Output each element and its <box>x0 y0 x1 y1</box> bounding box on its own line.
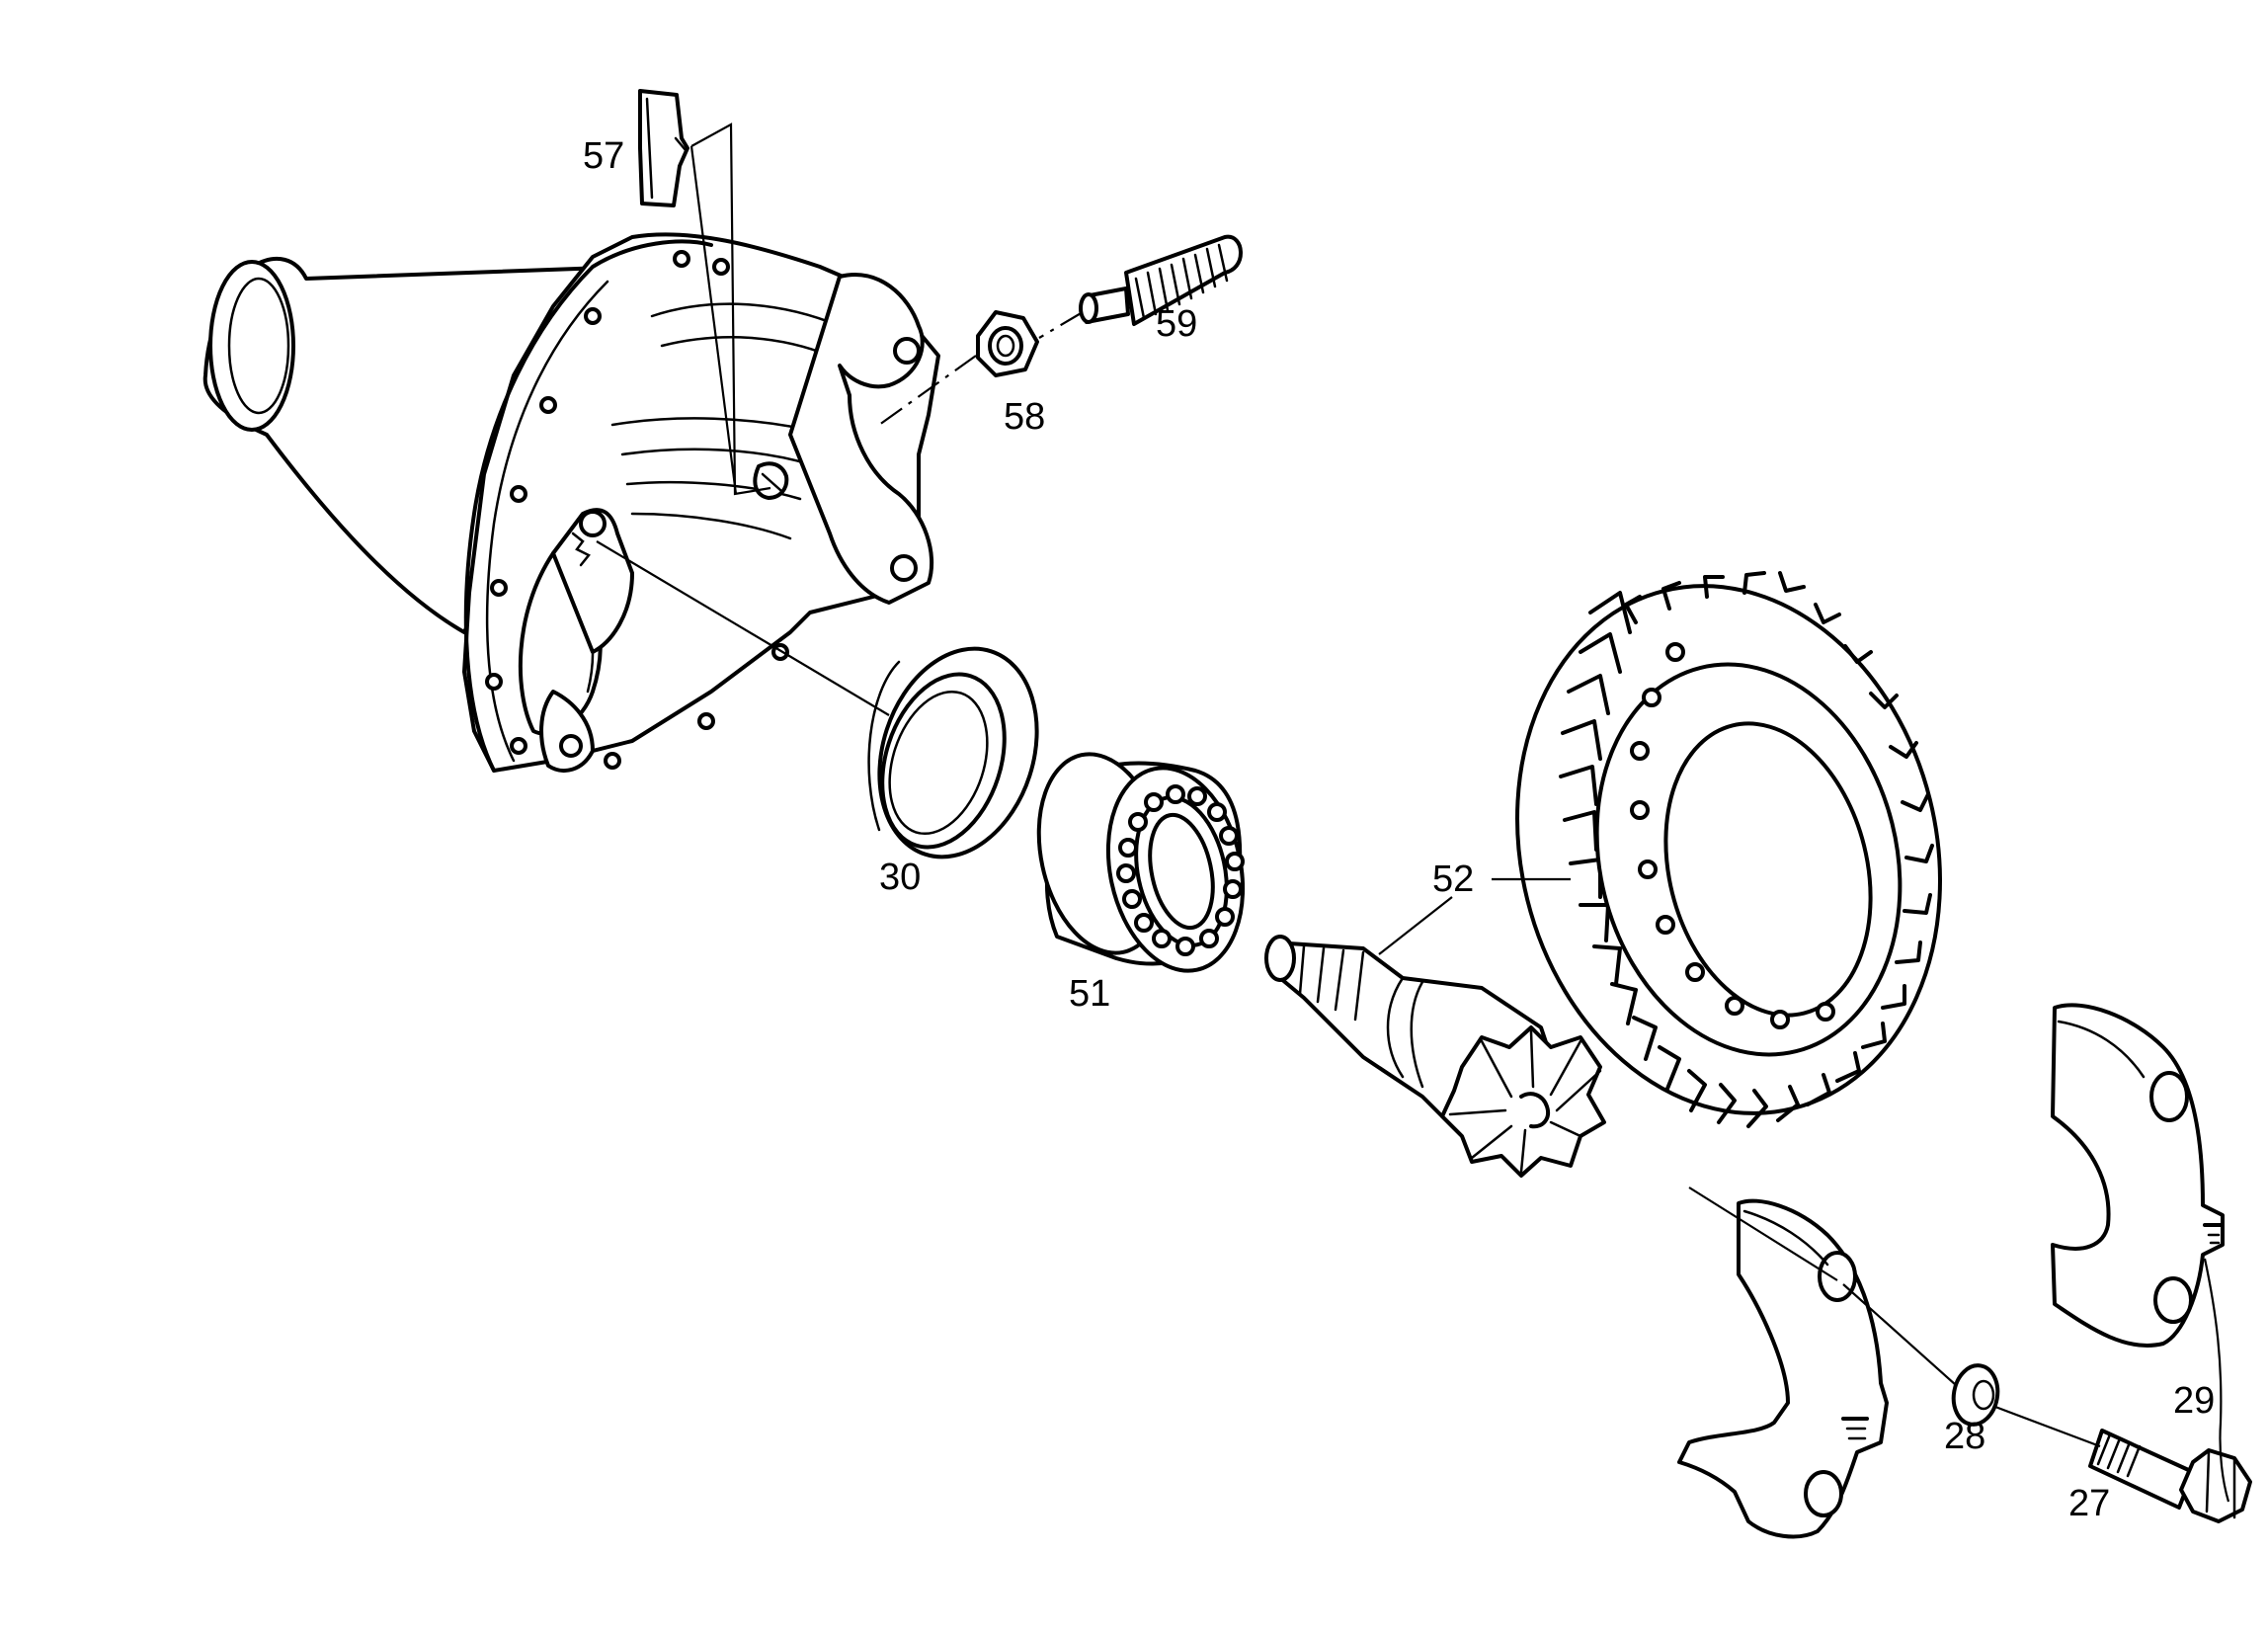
part-57-wedge <box>638 89 689 207</box>
leader-29 <box>2203 1258 2230 1503</box>
callout-28: 28 <box>1944 1416 1985 1457</box>
part-51-bearing <box>1036 752 1246 973</box>
leader-57-line <box>689 145 738 495</box>
part-29-bearing-cap-left <box>1677 1198 1889 1539</box>
callout-57: 57 <box>583 135 624 177</box>
callout-58: 58 <box>1004 396 1045 438</box>
callout-52: 52 <box>1432 859 1474 900</box>
callout-51: 51 <box>1069 973 1110 1015</box>
part-28-washer <box>1951 1363 2000 1427</box>
axis-58-59 <box>878 311 1084 426</box>
leader-57 <box>690 123 771 496</box>
part-58-nut <box>976 310 1039 377</box>
leader-30 <box>596 540 890 716</box>
callout-59: 59 <box>1156 303 1197 345</box>
callout-27: 27 <box>2068 1483 2110 1524</box>
part-29-bearing-cap-right <box>2051 1003 2225 1348</box>
callout-29: 29 <box>2173 1380 2215 1422</box>
differential-housing <box>202 232 940 773</box>
callout-30: 30 <box>879 857 921 898</box>
part-27-bolt <box>2088 1429 2252 1523</box>
leader-52-pinion <box>1378 896 1453 955</box>
axis-27-28 <box>1688 1186 2101 1448</box>
part-52-pinion <box>1264 935 1606 1178</box>
part-52-crown-wheel <box>1515 571 1942 1128</box>
part-59-adjusting-screw <box>1079 234 1243 326</box>
part-30-seal <box>867 646 1039 859</box>
